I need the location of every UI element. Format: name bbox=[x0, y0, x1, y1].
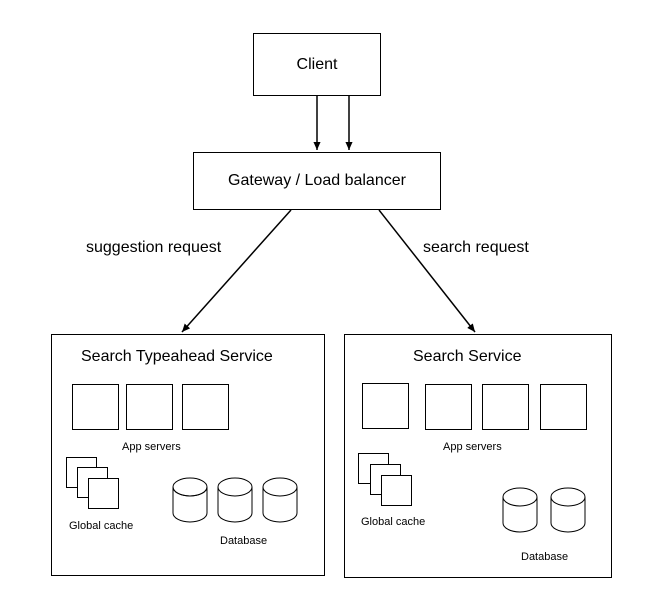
search-app-server bbox=[362, 383, 409, 429]
typeahead-database-label: Database bbox=[220, 535, 268, 547]
search-database-1 bbox=[502, 487, 538, 533]
gateway-node: Gateway / Load balancer bbox=[193, 152, 441, 210]
typeahead-cache-node bbox=[88, 478, 119, 509]
search-global-cache-label: Global cache bbox=[361, 516, 426, 528]
search-cache-node bbox=[381, 475, 412, 506]
typeahead-database-2 bbox=[217, 477, 253, 523]
typeahead-service-container bbox=[51, 334, 325, 576]
search-service-container bbox=[344, 334, 612, 578]
search-request-label: search request bbox=[423, 239, 529, 256]
typeahead-service-title: Search Typeahead Service bbox=[81, 348, 273, 365]
suggestion-request-arrow bbox=[181, 209, 292, 333]
search-app-server bbox=[482, 384, 529, 430]
typeahead-app-server bbox=[182, 384, 229, 430]
typeahead-database-1 bbox=[172, 477, 208, 523]
typeahead-database-3 bbox=[262, 477, 298, 523]
search-app-server bbox=[425, 384, 472, 430]
typeahead-app-server bbox=[72, 384, 119, 430]
search-app-servers-label: App servers bbox=[443, 441, 502, 453]
search-request-arrow bbox=[378, 209, 476, 333]
gateway-label: Gateway / Load balancer bbox=[228, 172, 406, 189]
typeahead-app-servers-label: App servers bbox=[122, 441, 181, 453]
search-app-server bbox=[540, 384, 587, 430]
typeahead-global-cache-label: Global cache bbox=[69, 520, 134, 532]
search-service-title: Search Service bbox=[413, 348, 522, 365]
search-database-label: Database bbox=[521, 551, 569, 563]
client-label: Client bbox=[296, 55, 338, 73]
typeahead-app-server bbox=[126, 384, 173, 430]
search-database-2 bbox=[550, 487, 586, 533]
client-node: Client bbox=[253, 33, 381, 96]
suggestion-request-label: suggestion request bbox=[86, 239, 222, 256]
